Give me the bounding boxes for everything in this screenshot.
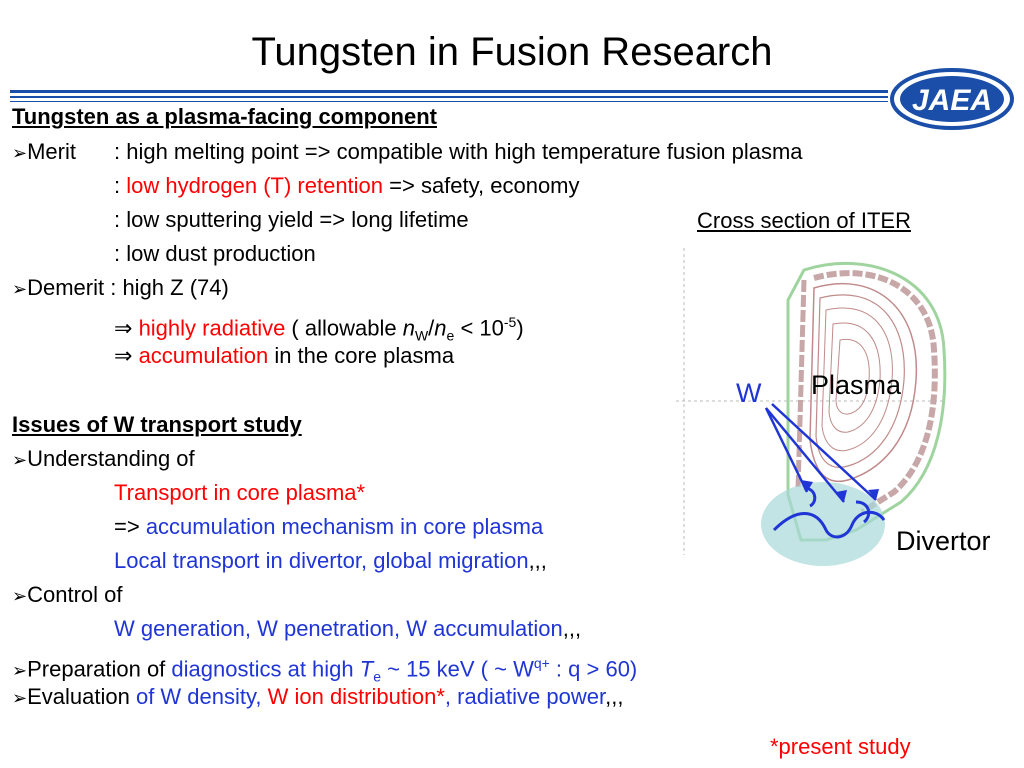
bullet-arrow-icon: ➢ — [12, 279, 28, 299]
diagram-title: Cross section of ITER — [697, 208, 911, 233]
understanding-line-2: => accumulation mechanism in core plasma — [114, 514, 544, 539]
bullet-arrow-icon: ➢ — [12, 660, 28, 681]
plasma-label: Plasma — [811, 370, 902, 400]
svg-text:JAEA: JAEA — [912, 84, 992, 117]
section-heading-w-transport: Issues of W transport study — [12, 412, 302, 437]
understanding-line-3: Local transport in divertor, global migr… — [114, 548, 547, 573]
w-label: W — [736, 378, 762, 408]
jaea-logo: JAEA — [888, 66, 1018, 130]
control-item: ➢Control of — [12, 582, 123, 607]
header-divider-bottom — [10, 96, 888, 98]
section-heading-plasma-facing: Tungsten as a plasma-facing component — [12, 104, 437, 129]
merit-line-2: : low hydrogen (T) retention => safety, … — [114, 173, 580, 198]
demerit-line-2: ⇒ accumulation in the core plasma — [114, 343, 455, 368]
merit-line-4: : low dust production — [114, 241, 316, 266]
iter-cross-section-diagram — [676, 240, 1024, 570]
page-title: Tungsten in Fusion Research — [251, 30, 773, 74]
control-line-1: W generation, W penetration, W accumulat… — [114, 616, 582, 641]
merit-item: ➢Merit — [12, 139, 76, 164]
footnote: *present study — [770, 734, 911, 759]
header-divider-top — [10, 90, 888, 93]
understanding-item: ➢Understanding of — [12, 446, 195, 471]
bullet-arrow-icon: ➢ — [12, 450, 28, 470]
understanding-line-1: Transport in core plasma* — [114, 480, 366, 505]
demerit-item: ➢Demerit : high Z (74) — [12, 275, 229, 300]
bullet-arrow-icon: ➢ — [12, 688, 28, 708]
header-divider-thin — [10, 101, 888, 102]
evaluation-item: ➢Evaluation of W density, W ion distribu… — [12, 684, 624, 709]
bullet-arrow-icon: ➢ — [12, 143, 28, 163]
merit-line-1: : high melting point => compatible with … — [114, 139, 803, 164]
implies-icon: ⇒ — [114, 315, 133, 341]
implies-icon: ⇒ — [114, 343, 133, 368]
demerit-line-1: ⇒ highly radiative ( allowable nW/ne < 1… — [114, 314, 524, 344]
bullet-arrow-icon: ➢ — [12, 586, 28, 606]
divertor-label: Divertor — [896, 526, 991, 556]
preparation-item: ➢Preparation of diagnostics at high Te ~… — [12, 655, 638, 685]
merit-line-3: : low sputtering yield => long lifetime — [114, 207, 469, 232]
